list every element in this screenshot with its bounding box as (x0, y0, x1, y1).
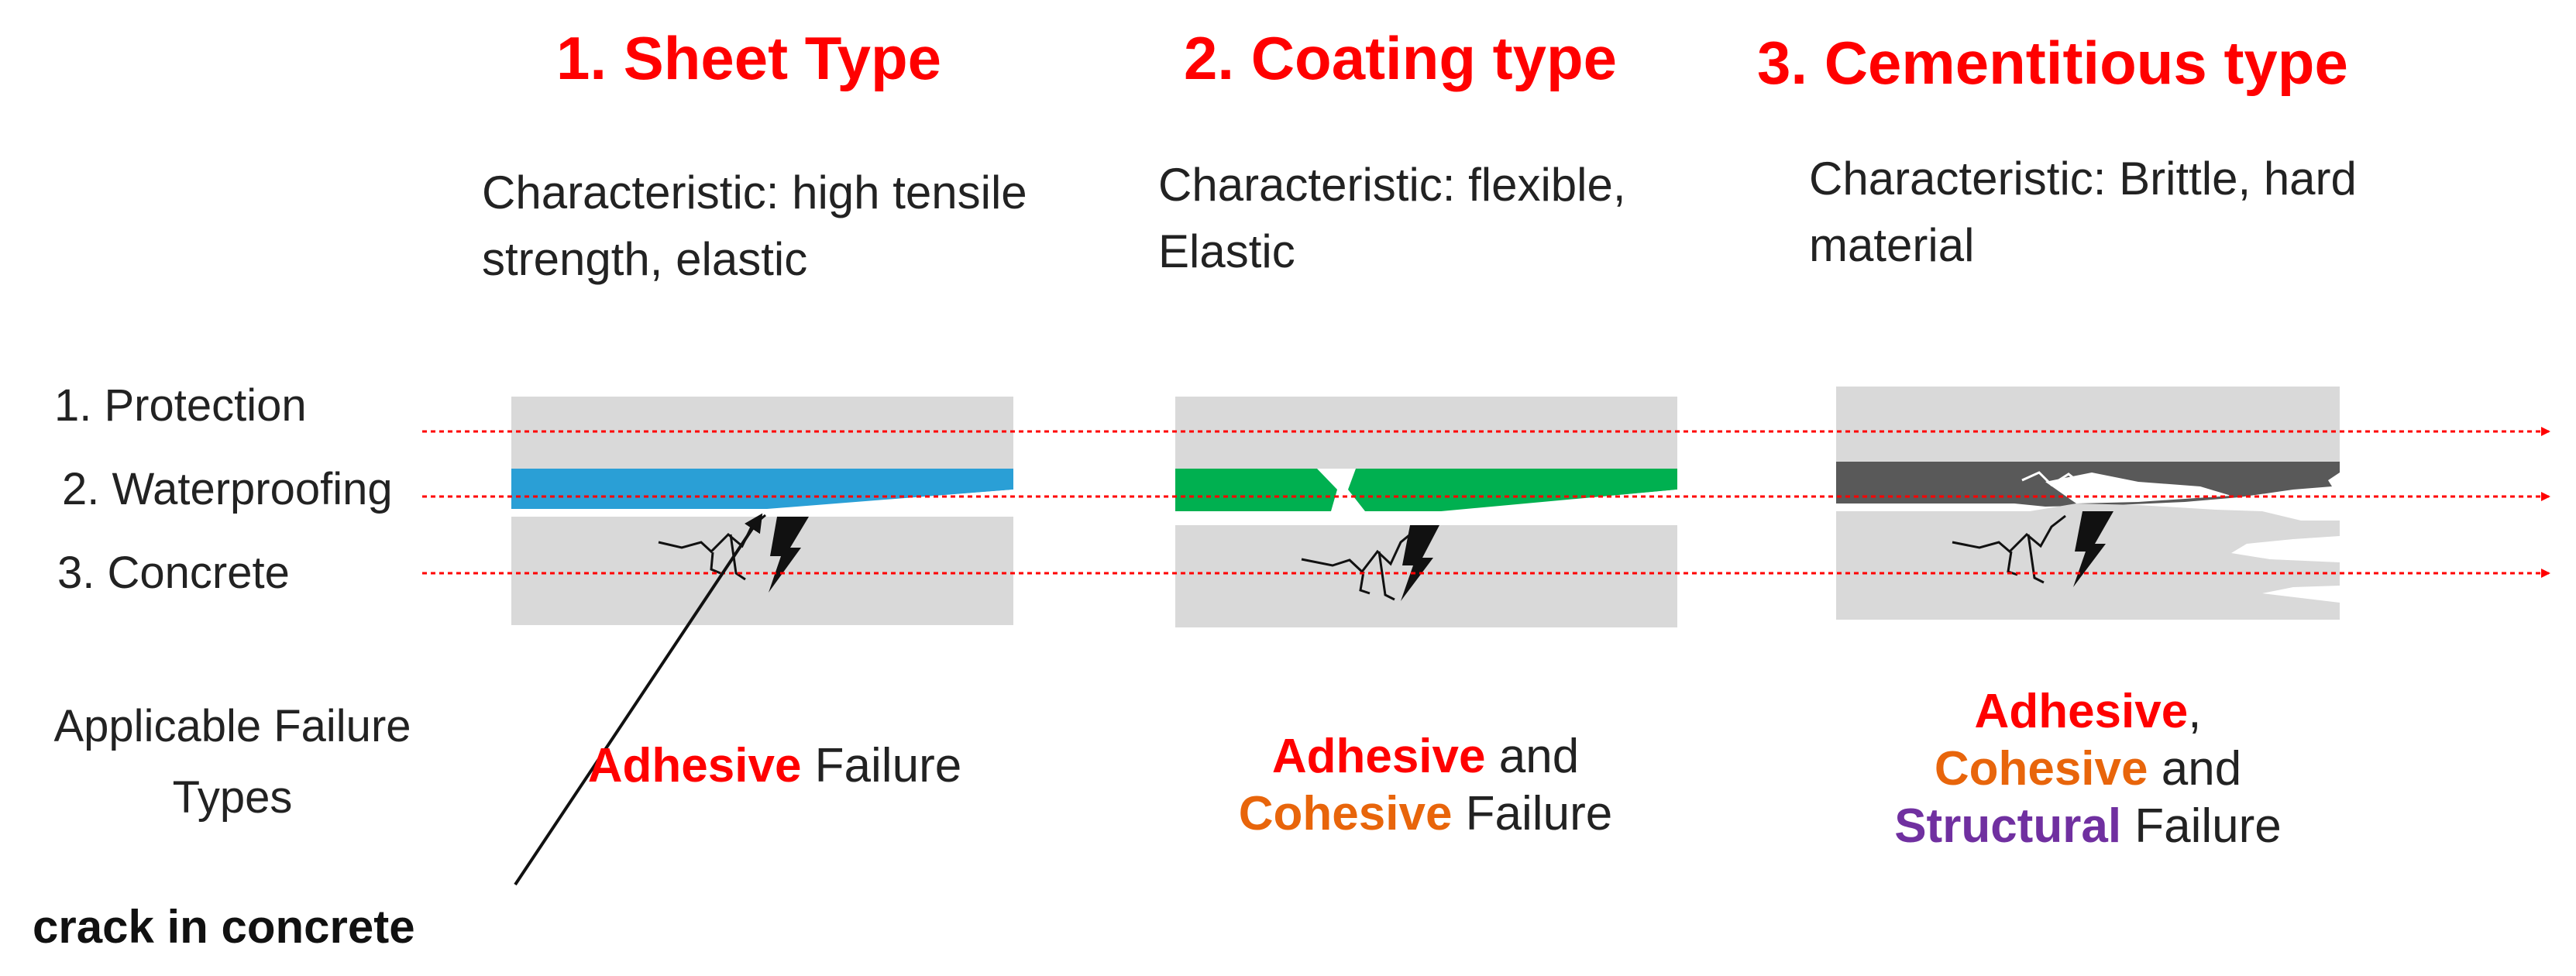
crack-bolt-coating (1401, 525, 1439, 601)
coating-membrane (1175, 469, 1677, 511)
crack-line-cementitious (1952, 514, 2066, 554)
sheet-membrane (511, 469, 1013, 509)
characteristic-sheet: Characteristic: high tensile strength, e… (482, 167, 1027, 285)
coating-tear (1317, 469, 1365, 511)
failure-adhesive: Adhesive (587, 739, 802, 792)
failure-adhesive: Adhesive (1271, 730, 1486, 783)
failure-suffix: Failure (1452, 787, 1613, 840)
failure-suffix: Failure (801, 739, 962, 792)
crack-bolt-cementitious (2073, 511, 2113, 587)
characteristic-cementitious: Characteristic: Brittle, hard material (1809, 153, 2357, 271)
panel-coating-type (1175, 397, 1677, 627)
failure-adhesive: Adhesive (1974, 685, 2189, 738)
layer-label-waterproofing: 2. Waterproofing (62, 464, 393, 514)
debond-gap-sheet (775, 490, 1013, 509)
failure-cohesive: Cohesive (1238, 787, 1453, 840)
layer-label-protection: 1. Protection (54, 380, 307, 431)
protection-block-cementitious (1836, 387, 2340, 462)
failure-text-sheet: Adhesive Failure (542, 737, 1007, 795)
panel-cementitious-type (1836, 387, 2340, 620)
failure-connector: and (2148, 742, 2242, 796)
failure-connector: , (2188, 685, 2202, 738)
crack-in-concrete-label: crack in concrete (33, 901, 415, 953)
crack-line-coating (1301, 530, 1415, 574)
characteristic-coating: Characteristic: flexible, Elastic (1158, 159, 1626, 277)
column-title-coating: 2. Coating type (1184, 24, 1618, 92)
crack-bolt-sheet (769, 517, 809, 593)
failure-connector: and (1485, 730, 1580, 783)
applicable-failure-types-label: Applicable Failure Types (53, 701, 411, 823)
crack-pointer-arrow (514, 513, 763, 886)
failure-cohesive: Cohesive (1934, 742, 2148, 796)
failure-text-cementitious: Adhesive, Cohesive and Structural Failur… (1855, 683, 2320, 855)
concrete-block-sheet (511, 517, 1013, 625)
failure-structural: Structural (1894, 799, 2122, 853)
column-title-sheet: 1. Sheet Type (556, 24, 942, 92)
layer-label-concrete: 3. Concrete (57, 548, 290, 598)
failure-suffix: Failure (2121, 799, 2282, 853)
failure-text-coating: Adhesive and Cohesive Failure (1193, 728, 1658, 843)
column-title-cementitious: 3. Cementitious type (1757, 29, 2348, 97)
